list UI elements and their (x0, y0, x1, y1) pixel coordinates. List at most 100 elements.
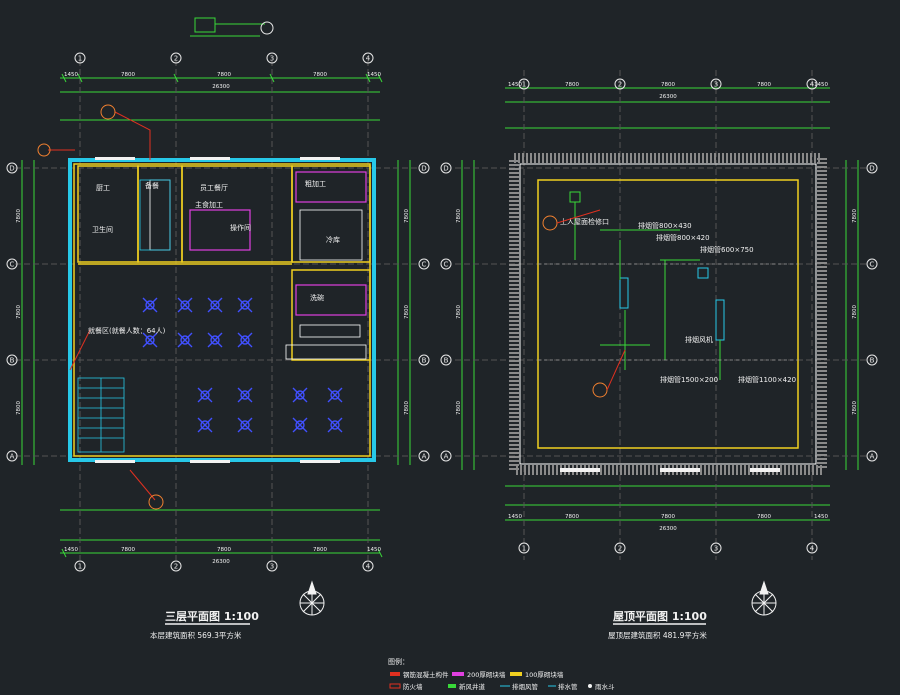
svg-text:2: 2 (174, 563, 178, 571)
axis-bubble-col: 1 (518, 542, 530, 554)
dining-table-icon (292, 387, 308, 403)
svg-text:2: 2 (174, 55, 178, 63)
dining-table-icon (237, 417, 253, 433)
dining-table-icon (237, 297, 253, 313)
svg-text:3: 3 (270, 55, 274, 63)
axis-bubble-row: C (866, 258, 878, 270)
room-label: 员工餐厅 (200, 183, 228, 192)
dimension-text: 7800 (852, 401, 858, 415)
axis-bubble-col: 4 (806, 78, 818, 90)
dimension-text: 7800 (16, 305, 22, 319)
axis-bubble-col: 2 (614, 78, 626, 90)
svg-text:1: 1 (522, 545, 526, 553)
room-label: 粗加工 (305, 179, 326, 188)
roof-label: 排烟管800×430 (638, 221, 692, 230)
top-detail-callout (190, 17, 274, 37)
axis-bubble-row: D (6, 162, 18, 174)
roof-label: 上人屋面检修口 (560, 217, 609, 226)
axis-bubble-row: D (866, 162, 878, 174)
axis-bubble-row: A (6, 450, 18, 462)
area-note: 本层建筑面积 569.3平方米 (150, 630, 242, 640)
svg-text:C: C (444, 261, 449, 269)
dining-table-icon (142, 332, 158, 348)
axis-bubble-col: 4 (362, 560, 374, 572)
axis-bubble-row: C (440, 258, 452, 270)
dimension-text: 1450 (508, 82, 522, 88)
dimension-text: 1450 (64, 547, 78, 553)
dimension-text: 7800 (852, 209, 858, 223)
room-label: 就餐区(就餐人数：64人) (88, 326, 166, 335)
plan-title: 屋顶平面图 1:100 (613, 610, 707, 623)
dining-table-icon (142, 297, 158, 313)
dimension-text: 7800 (121, 72, 135, 78)
dimension-text: 26300 (212, 559, 230, 565)
dining-table-icon (207, 297, 223, 313)
dining-table-icon (237, 332, 253, 348)
axis-bubble-col: 4 (362, 52, 374, 64)
room-label: 厨工 (96, 184, 110, 192)
svg-text:B: B (10, 357, 15, 365)
dimension-text: 7800 (456, 401, 462, 415)
svg-text:C: C (422, 261, 427, 269)
dimension-text: 7800 (16, 401, 22, 415)
dimension-text: 7800 (217, 72, 231, 78)
axis-bubble-row: A (866, 450, 878, 462)
axis-bubble-col: 3 (266, 560, 278, 572)
axis-bubble-col: 1 (518, 78, 530, 90)
axis-bubble-col: 3 (266, 52, 278, 64)
svg-text:D: D (421, 165, 426, 173)
svg-text:4: 4 (810, 81, 815, 89)
svg-text:A: A (870, 453, 875, 461)
svg-text:B: B (422, 357, 427, 365)
dining-table-icon (292, 417, 308, 433)
dimension-text: 7800 (661, 514, 675, 520)
dimension-text: 26300 (659, 526, 677, 532)
legend-item: 防火墙 (403, 682, 423, 691)
axis-bubble-col: 2 (614, 542, 626, 554)
svg-text:1: 1 (78, 55, 82, 63)
axis-bubble-row: A (440, 450, 452, 462)
svg-text:A: A (444, 453, 449, 461)
dining-table-icon (237, 387, 253, 403)
dimension-text: 7800 (404, 401, 410, 415)
roof-plan: 排烟管800×430 排烟管800×420 排烟管600×750 上人屋面检修口… (455, 70, 870, 560)
dimension-text: 7800 (852, 305, 858, 319)
roof-label: 排烟风机 (685, 335, 713, 344)
dimension-text: 7800 (313, 547, 327, 553)
dimension-text: 1450 (367, 72, 381, 78)
dining-table-icon (177, 332, 193, 348)
legend-item: 新风井道 (459, 682, 486, 691)
axis-bubble-col: 1 (74, 560, 86, 572)
dimension-text: 7800 (456, 209, 462, 223)
dimension-text: 1450 (814, 514, 828, 520)
axis-bubble-row: A (418, 450, 430, 462)
axis-bubble-row: B (866, 354, 878, 366)
svg-text:4: 4 (810, 545, 815, 553)
svg-text:3: 3 (714, 81, 718, 89)
axis-bubble-col: 4 (806, 542, 818, 554)
axis-bubble-row: D (418, 162, 430, 174)
svg-text:4: 4 (366, 563, 371, 571)
dimension-text: 26300 (212, 84, 230, 90)
svg-text:D: D (9, 165, 14, 173)
legend-item: 200厚砌块墙 (467, 670, 506, 679)
legend-item: 雨水斗 (595, 682, 615, 691)
axis-bubble-col: 3 (710, 542, 722, 554)
room-label: 冷库 (326, 235, 340, 244)
svg-text:A: A (10, 453, 15, 461)
svg-text:4: 4 (366, 55, 371, 63)
dining-table-icon (197, 387, 213, 403)
svg-text:1: 1 (522, 81, 526, 89)
legend-heading: 图例： (388, 657, 409, 666)
svg-text:2: 2 (618, 81, 622, 89)
dimension-text: 1450 (508, 514, 522, 520)
axis-bubble-row: B (440, 354, 452, 366)
room-label: 操作间 (230, 223, 251, 232)
dimension-text: 7800 (661, 82, 675, 88)
legend: 图例： 钢筋混凝土构件 200厚砌块墙 100厚砌块墙 防火墙 新风井道 排烟风… (388, 657, 615, 691)
dimension-text: 7800 (404, 305, 410, 319)
room-label: 洗碗 (310, 293, 324, 302)
axis-bubble-row: C (418, 258, 430, 270)
axis-bubble-col: 3 (710, 78, 722, 90)
